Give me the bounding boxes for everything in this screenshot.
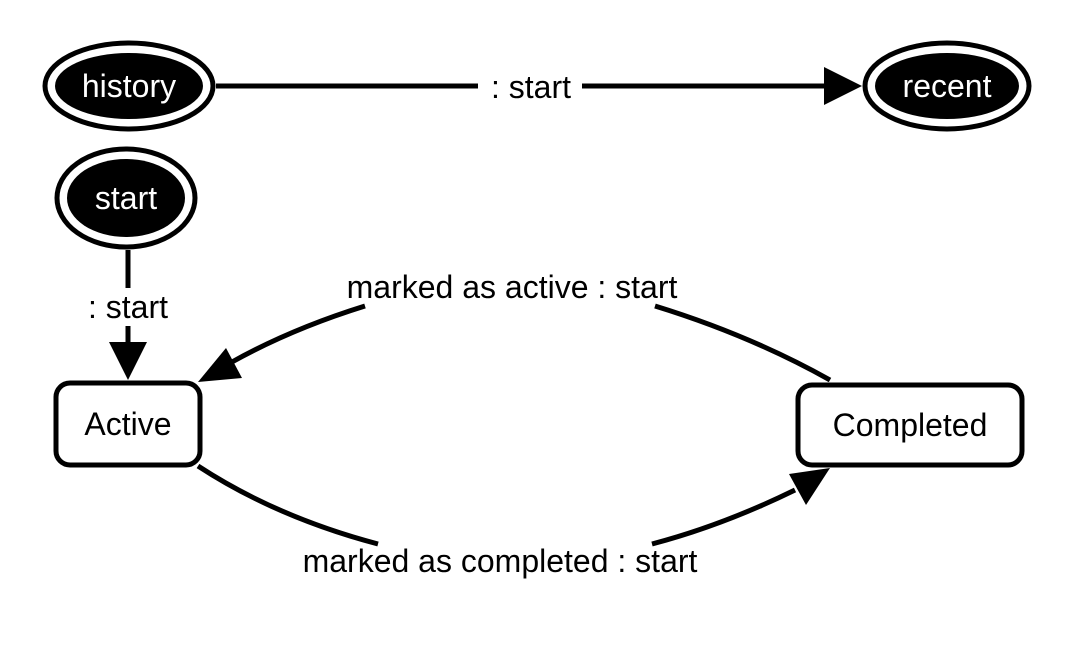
- edge-label-completed-to-active: marked as active : start: [347, 269, 678, 305]
- arrowhead: [198, 348, 242, 382]
- edge-label-active-to-completed: marked as completed : start: [303, 543, 698, 579]
- arrowhead: [109, 342, 147, 380]
- edge-label-start-to-active: : start: [88, 289, 168, 325]
- node-start-label: start: [95, 180, 157, 216]
- node-history-fill: [55, 53, 203, 119]
- arrowhead: [824, 67, 862, 105]
- node-start-fill: [67, 159, 185, 237]
- node-active-label: Active: [84, 406, 171, 442]
- edge-history-to-recent: : start: [216, 67, 862, 105]
- edge-active-to-completed: marked as completed : start: [196, 463, 830, 579]
- node-completed-label: Completed: [833, 407, 988, 443]
- node-recent: recent: [862, 40, 1032, 132]
- edge-active-to-completed-line: [651, 487, 797, 547]
- node-history-label: history: [82, 68, 176, 104]
- node-active-box: [53, 380, 203, 468]
- node-completed-box: [795, 382, 1025, 468]
- node-history: history: [42, 40, 216, 132]
- node-active: Active: [53, 380, 203, 468]
- arrowhead: [789, 468, 830, 505]
- edge-completed-to-active-line: [230, 303, 366, 365]
- node-recent-label: recent: [903, 68, 992, 104]
- node-recent-fill: [875, 53, 1019, 119]
- edge-completed-to-active-line: [654, 303, 832, 383]
- node-start: start: [54, 146, 198, 250]
- edge-completed-to-active: marked as active : start: [198, 269, 832, 383]
- edge-start-to-active: : start: [88, 250, 168, 380]
- node-completed: Completed: [795, 382, 1025, 468]
- edge-label-history-to-recent: : start: [491, 69, 571, 105]
- edge-active-to-completed-line: [196, 463, 379, 547]
